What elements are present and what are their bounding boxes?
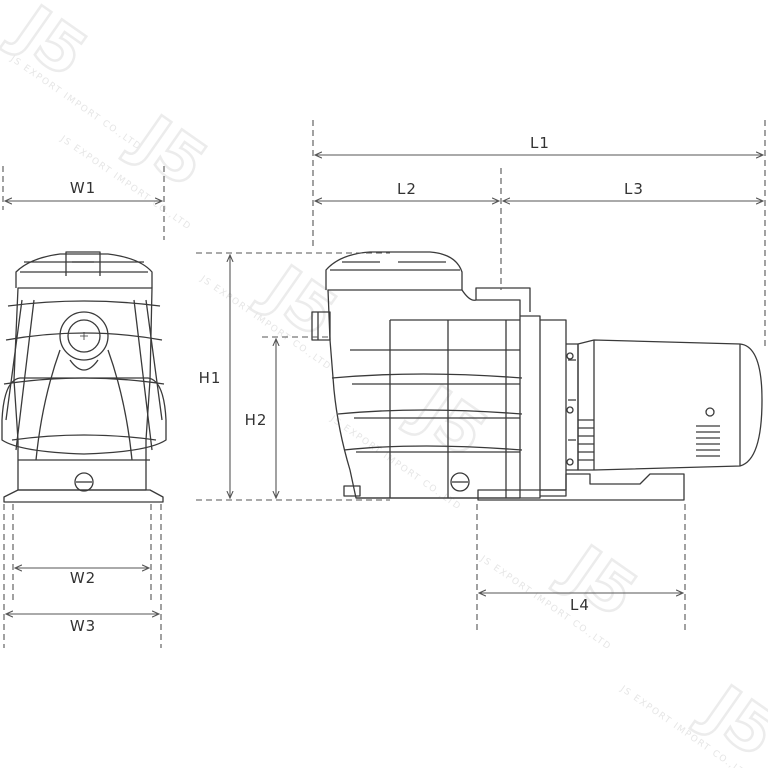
watermark-text: JS EXPORT IMPORT CO.,LTD: [7, 54, 142, 153]
dimension-lines: [2, 120, 766, 648]
pump-front-view: [1, 251, 167, 503]
pump-side-view: [311, 251, 763, 501]
l4-label: L4: [570, 596, 590, 614]
w1-label: W1: [70, 179, 96, 197]
w3-label: W3: [70, 617, 96, 635]
dimension-labels: W1 W2 W3 H1 H2 L1 L2 L3 L4: [70, 134, 644, 635]
w2-label: W2: [70, 569, 96, 587]
h2-label: H2: [245, 411, 268, 429]
l1-label: L1: [530, 134, 550, 152]
l3-label: L3: [624, 180, 644, 198]
l2-label: L2: [397, 180, 417, 198]
watermark-logo: J5: [688, 670, 768, 768]
h1-label: H1: [199, 369, 222, 387]
